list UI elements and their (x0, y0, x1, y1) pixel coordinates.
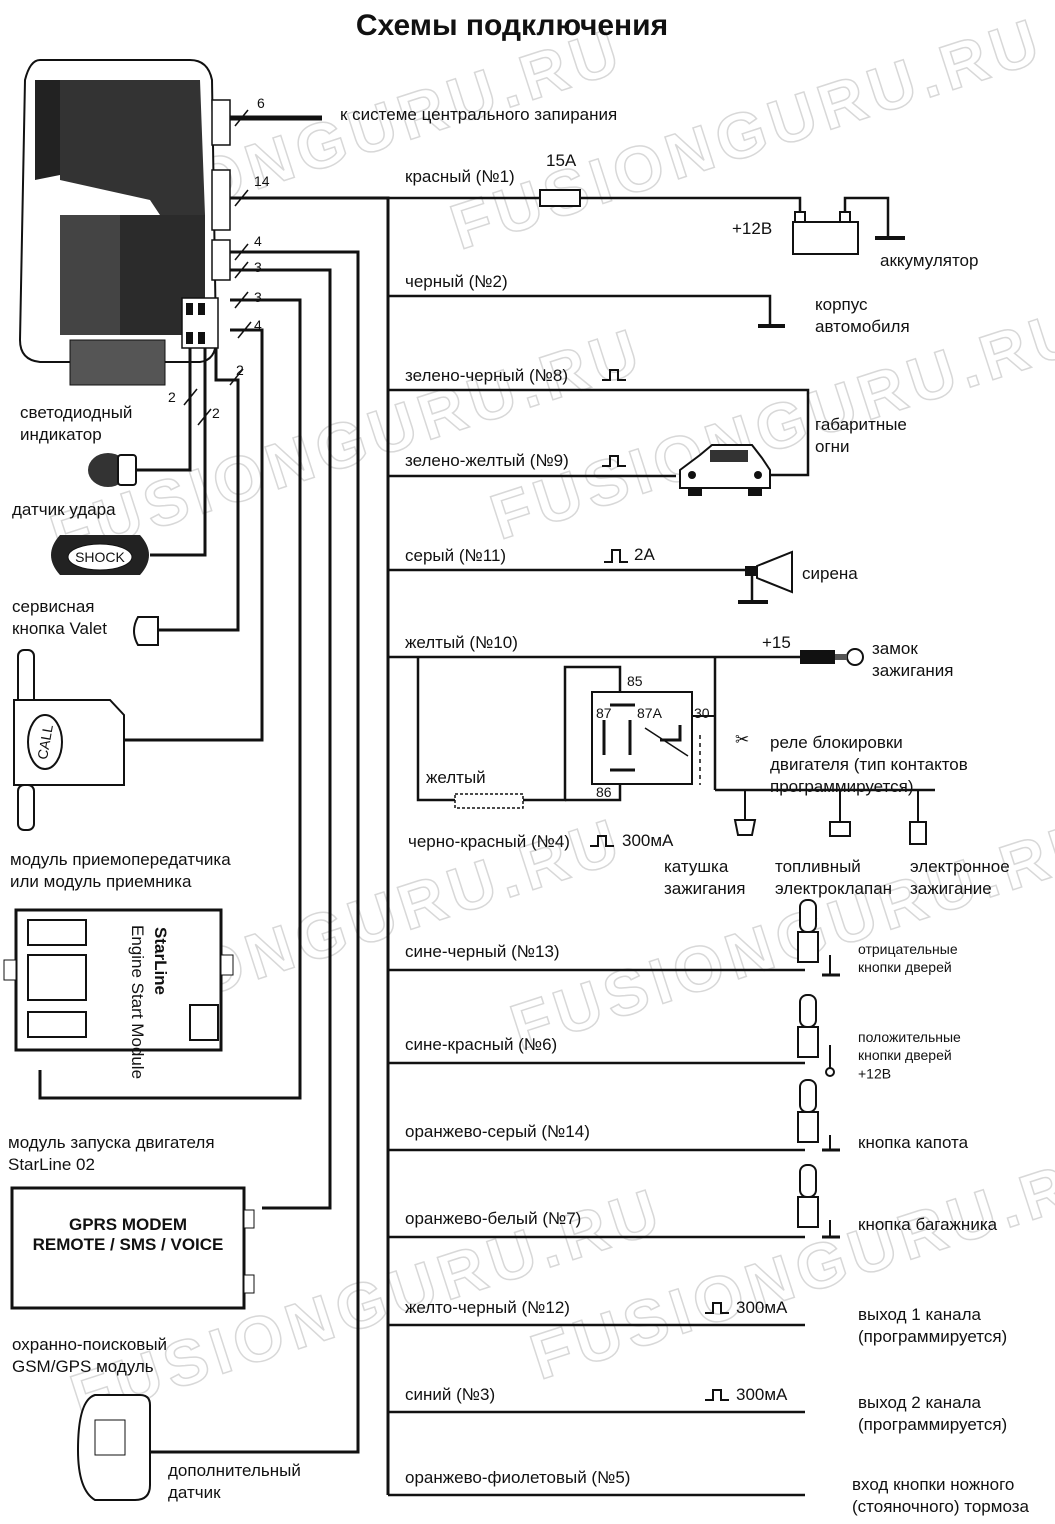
pulse-icon (705, 1302, 729, 1314)
count-3a: 3 (254, 259, 262, 275)
gprs-sub: REMOTE / SMS / VOICE (33, 1235, 224, 1254)
wire-black-red: черно-красный (№4) (408, 832, 570, 851)
wire-yellow: желтый (№10) (405, 633, 518, 652)
relay-85: 85 (627, 673, 643, 689)
black-red-current: 300мА (622, 831, 674, 850)
wire-yellow-black: желто-черный (№12) (405, 1298, 570, 1317)
wire-blue-red: сине-красный (№6) (405, 1035, 557, 1054)
count-4a: 4 (254, 233, 262, 249)
wire-green-yellow: зелено-желтый (№9) (405, 451, 569, 470)
trunk-label: кнопка багажника (858, 1215, 998, 1234)
transceiver-module: CALL (13, 649, 125, 831)
car-icon (679, 444, 771, 496)
starline-module: StarLine Engine Start Module (3, 908, 234, 1079)
battery-icon (792, 211, 859, 255)
wire-red: красный (№1) (405, 167, 515, 186)
count-6: 6 (257, 95, 265, 111)
battery-label: аккумулятор (880, 251, 978, 270)
central-lock-label: к системе центрального запирания (340, 105, 617, 124)
led-indicator (88, 453, 137, 487)
starline-sub: Engine Start Module (128, 925, 147, 1079)
relay-86: 86 (596, 784, 612, 800)
wire-gray: серый (№11) (405, 546, 506, 565)
pulse-icon (602, 369, 626, 381)
yellow2-label: желтый (426, 768, 486, 787)
alarm-control-unit (18, 59, 231, 386)
wire-black: черный (№2) (405, 272, 508, 291)
count-2b: 2 (212, 405, 220, 421)
count-2a: 2 (168, 389, 176, 405)
extra-sensor (76, 1394, 151, 1501)
pulse-icon (604, 549, 628, 563)
gray-current: 2А (634, 545, 655, 564)
brake-label: вход кнопки ножного(стояночного) тормоза (852, 1475, 1030, 1516)
gprs-modem: GPRS MODEM REMOTE / SMS / VOICE (10, 1186, 255, 1310)
relay-87a: 87А (637, 705, 663, 721)
shock-label: датчик удара (12, 500, 116, 519)
plus12-label: +12В (732, 219, 772, 238)
shock-sensor: SHOCK (51, 535, 149, 575)
plus15-label: +15 (762, 633, 791, 652)
wire-orange-violet: оранжево-фиолетовый (№5) (405, 1468, 630, 1487)
count-2c: 2 (236, 362, 244, 378)
fuse-label: 15А (546, 151, 577, 170)
call-text: CALL (34, 723, 56, 760)
siren-label: сирена (802, 564, 858, 583)
scissors-icon: ✂ (735, 730, 749, 749)
ch1-current: 300мА (736, 1298, 788, 1317)
wire-counts: 6 14 4 3 3 4 2 2 2 (168, 95, 270, 421)
relay-87: 87 (596, 705, 612, 721)
siren-icon (745, 550, 793, 594)
ch2-current: 300мА (736, 1385, 788, 1404)
pulse-icon (705, 1389, 729, 1401)
shock-text: SHOCK (75, 549, 125, 565)
wire-orange-gray: оранжево-серый (№14) (405, 1122, 590, 1141)
svg-text:FUSIONGURU.RU: FUSIONGURU.RU (482, 294, 1055, 554)
wire-count-ticks (183, 109, 252, 426)
ch1-label: выход 1 канала(программируется) (858, 1305, 1007, 1346)
pulse-icon (590, 835, 614, 847)
count-3b: 3 (254, 289, 262, 305)
wire-green-black: зелено-черный (№8) (405, 366, 568, 385)
ch2-label: выход 2 канала(программируется) (858, 1393, 1007, 1434)
gprs-title: GPRS MODEM (69, 1215, 187, 1234)
electronic-ignition-icon (909, 790, 927, 845)
pulse-icon (602, 455, 626, 467)
blocking-relay (591, 691, 715, 785)
fuel-valve-icon (829, 790, 851, 837)
hood-label: кнопка капота (858, 1133, 969, 1152)
door-switch-icons (797, 899, 840, 1239)
relay-30: 30 (694, 705, 710, 721)
diode-block (454, 793, 524, 809)
valet-button (133, 616, 159, 646)
coil-icon (733, 790, 757, 836)
right-wire-lines (388, 196, 935, 1497)
starline-brand: StarLine (151, 927, 170, 995)
fuse-icon (539, 189, 581, 207)
wire-blue: синий (№3) (405, 1385, 495, 1404)
wire-blue-black: сине-черный (№13) (405, 942, 560, 961)
page-title: Схемы подключения (356, 9, 668, 42)
wire-orange-white: оранжево-белый (№7) (405, 1209, 581, 1228)
count-4b: 4 (254, 317, 262, 333)
count-14: 14 (254, 173, 270, 189)
ignition-key-icon (800, 648, 864, 666)
